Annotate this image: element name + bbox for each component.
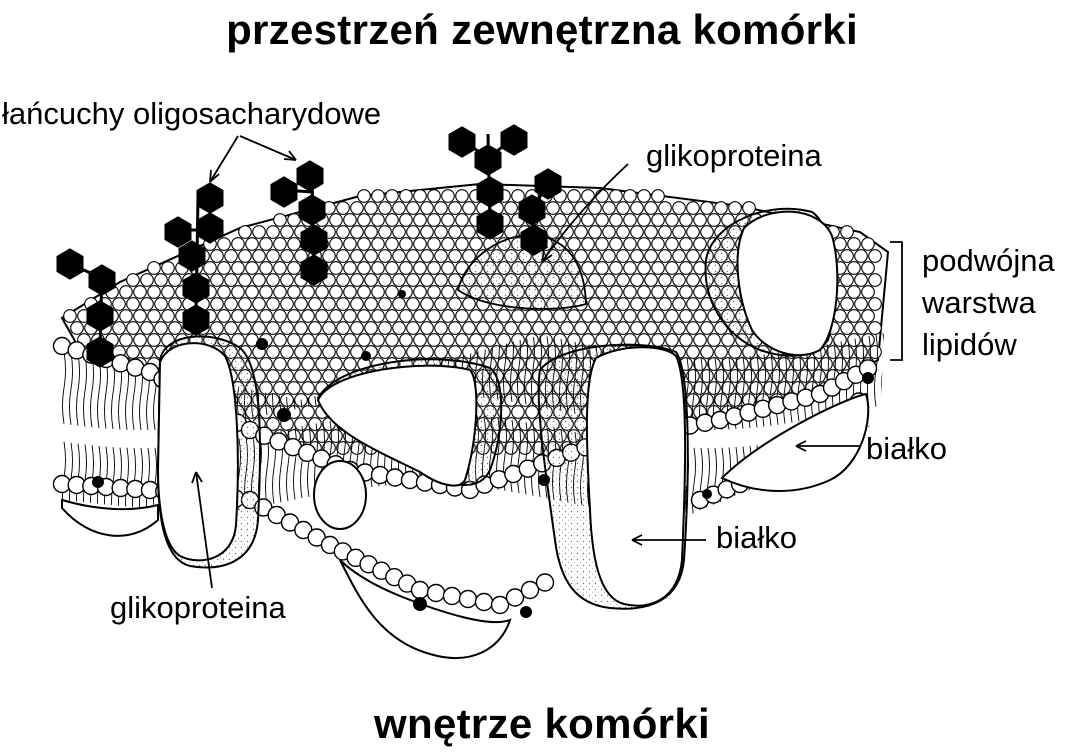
bilayer-bracket bbox=[890, 242, 902, 360]
chains-arrow-1 bbox=[210, 136, 238, 182]
label-protein-right: białko bbox=[866, 433, 947, 464]
label-lipid-bilayer-line2: warstwa bbox=[922, 287, 1036, 318]
title-cell-interior: wnętrze komórki bbox=[0, 700, 1084, 748]
label-glycoprotein-top: glikoproteina bbox=[646, 140, 822, 171]
chains-arrow-2 bbox=[240, 136, 296, 160]
label-oligosaccharide-chains: łańcuchy oligosacharydowe bbox=[2, 98, 381, 129]
protein-left-glycoprotein bbox=[158, 336, 260, 567]
label-lipid-bilayer-line1: podwójna bbox=[922, 245, 1055, 276]
protein-small-oval bbox=[314, 461, 366, 529]
title-extracellular-space: przestrzeń zewnętrzna komórki bbox=[0, 6, 1084, 54]
protein-mid-tall bbox=[539, 345, 688, 609]
label-protein-middle: białko bbox=[716, 522, 797, 553]
protein-left-bottom bbox=[62, 500, 158, 536]
label-lipid-bilayer-line3: lipidów bbox=[922, 329, 1017, 360]
label-glycoprotein-bottom: glikoproteina bbox=[110, 592, 286, 623]
